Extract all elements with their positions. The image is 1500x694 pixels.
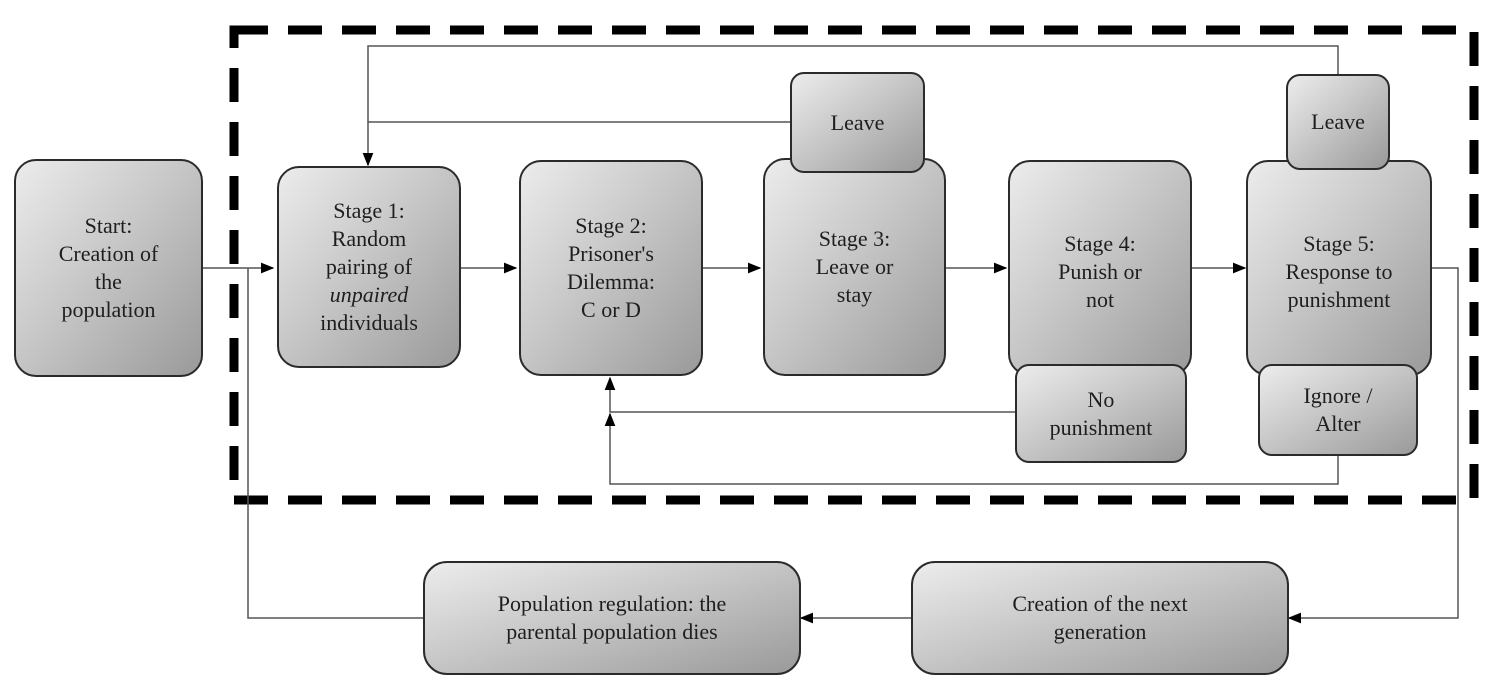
stage2-box: Stage 2: Prisoner's Dilemma: C or D bbox=[519, 160, 703, 376]
stage1-label-main: Stage 1: Random pairing of bbox=[325, 198, 413, 279]
stage2-label: Stage 2: Prisoner's Dilemma: C or D bbox=[567, 213, 655, 322]
stage4-box: Stage 4: Punish or not bbox=[1008, 160, 1192, 376]
ignore-alter-label: Ignore / Alter bbox=[1303, 383, 1373, 436]
stage4-label: Stage 4: Punish or not bbox=[1058, 231, 1142, 312]
no-punishment-label: No punishment bbox=[1049, 386, 1153, 440]
stage1-box: Stage 1: Random pairing of unpaired indivi… bbox=[277, 166, 461, 368]
regulation-label: Population regulation: the parental popu… bbox=[497, 591, 727, 644]
stage5-box: Stage 5: Response to punishment bbox=[1246, 160, 1432, 376]
stage1-label: Stage 1: Random pairing of unpaired indivi… bbox=[320, 197, 418, 337]
stage3-box: Stage 3: Leave or stay bbox=[763, 158, 946, 376]
leave3-box: Leave bbox=[790, 72, 925, 173]
next-generation-box: Creation of the next generation bbox=[911, 561, 1289, 675]
next-generation-label: Creation of the next generation bbox=[1012, 591, 1188, 644]
arrow-ignore-to-stage2 bbox=[604, 412, 1339, 485]
ignore-alter-box: Ignore / Alter bbox=[1258, 364, 1418, 456]
iteration-boundary bbox=[229, 25, 1479, 505]
leave5-label: Leave bbox=[1311, 109, 1365, 134]
start-box: Start: Creation of the population bbox=[14, 159, 203, 377]
stage3-label: Stage 3: Leave or stay bbox=[815, 226, 894, 307]
no-punishment-box: No punishment bbox=[1015, 364, 1187, 463]
arrow-leave3-to-stage1 bbox=[362, 121, 790, 167]
arrow-stage5-to-nextgen bbox=[1287, 267, 1459, 624]
arrow-nopunish-to-stage2 bbox=[604, 376, 1015, 413]
stage5-label: Stage 5: Response to punishment bbox=[1285, 231, 1393, 312]
arrow-regulation-to-stage1 bbox=[247, 268, 423, 619]
stage1-label-emphasis: unpaired bbox=[329, 282, 409, 307]
start-label: Start: Creation of the population bbox=[58, 213, 159, 322]
stage1-label-end: individuals bbox=[320, 310, 418, 335]
regulation-box: Population regulation: the parental popu… bbox=[423, 561, 801, 675]
arrow-leave5-to-stage1 bbox=[367, 45, 1339, 122]
leave5-box: Leave bbox=[1286, 74, 1390, 170]
leave3-label: Leave bbox=[830, 109, 885, 135]
